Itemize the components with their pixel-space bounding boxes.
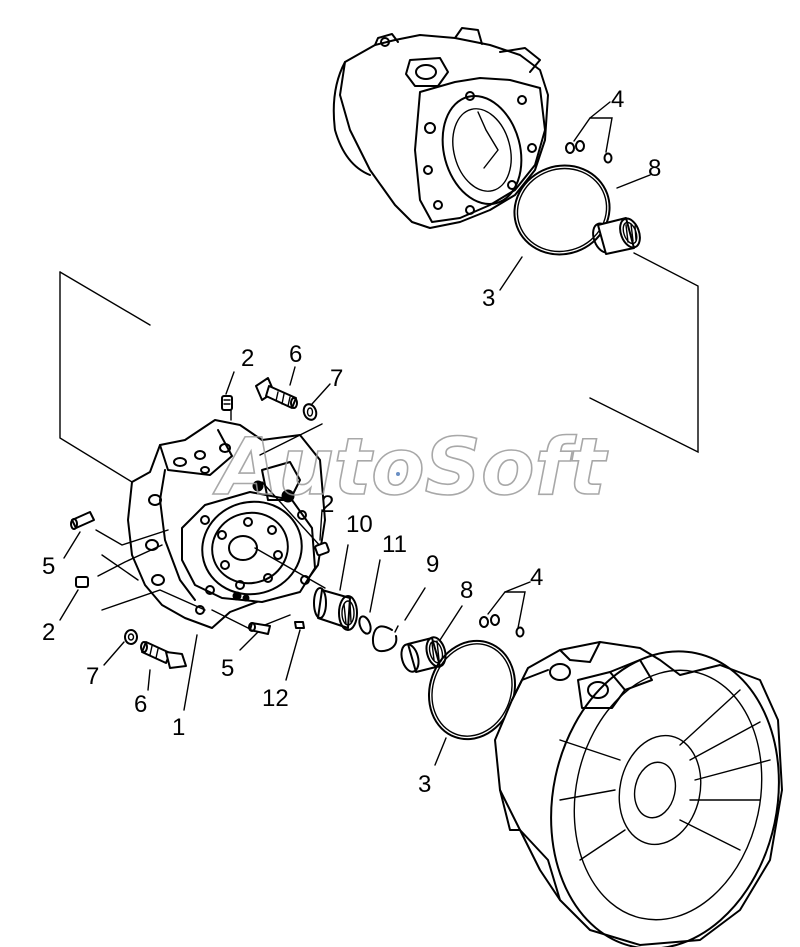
ring-11 bbox=[358, 615, 372, 635]
dowel-pin-5-right bbox=[248, 622, 271, 635]
callout-5-right: 5 bbox=[221, 655, 234, 682]
callout-4-top: 4 bbox=[611, 86, 624, 113]
callout-1: 1 bbox=[172, 714, 185, 741]
plug-2-left bbox=[75, 576, 89, 588]
top-o-ring-3 bbox=[513, 164, 611, 256]
callout-12: 12 bbox=[262, 685, 289, 712]
washer-7-upper bbox=[302, 403, 318, 421]
callout-2-right: 2 bbox=[321, 491, 334, 518]
pin-12 bbox=[294, 621, 305, 629]
watermark-text: AutoSoft bbox=[212, 423, 608, 513]
circlip-9 bbox=[371, 625, 399, 653]
top-bearing-8 bbox=[592, 217, 641, 255]
bolt-6-upper bbox=[255, 377, 298, 409]
callout-2-upper: 2 bbox=[241, 345, 254, 372]
callout-3-top: 3 bbox=[482, 285, 495, 312]
callout-7-lower: 7 bbox=[86, 663, 99, 690]
callout-8-lower: 8 bbox=[460, 577, 473, 604]
callout-8-top: 8 bbox=[648, 155, 661, 182]
callout-6-upper: 6 bbox=[289, 341, 302, 368]
washer-7-lower bbox=[124, 629, 138, 645]
bearing-8-lower bbox=[400, 636, 447, 673]
small-o-rings-4-lower bbox=[479, 581, 531, 638]
dowel-pin-5-left bbox=[70, 511, 95, 530]
watermark-dot bbox=[396, 472, 400, 476]
callout-3-lower: 3 bbox=[418, 771, 431, 798]
callout-5-left: 5 bbox=[42, 553, 55, 580]
main-pump-body-1 bbox=[127, 419, 326, 629]
callout-11: 11 bbox=[382, 531, 407, 558]
plug-2-upper bbox=[221, 395, 233, 411]
callout-10: 10 bbox=[346, 511, 373, 538]
top-small-o-rings-4 bbox=[565, 101, 613, 164]
callout-7-upper: 7 bbox=[330, 365, 343, 392]
plug-2-right bbox=[314, 541, 330, 557]
callout-6-lower: 6 bbox=[134, 691, 147, 718]
callout-2-left: 2 bbox=[42, 619, 55, 646]
coupling-10 bbox=[313, 587, 358, 631]
top-pump-housing bbox=[332, 27, 549, 229]
callout-4-lower: 4 bbox=[530, 564, 543, 591]
bolt-6-lower bbox=[140, 641, 187, 669]
engine-flywheel-housing bbox=[494, 641, 783, 947]
callout-9: 9 bbox=[426, 551, 439, 578]
